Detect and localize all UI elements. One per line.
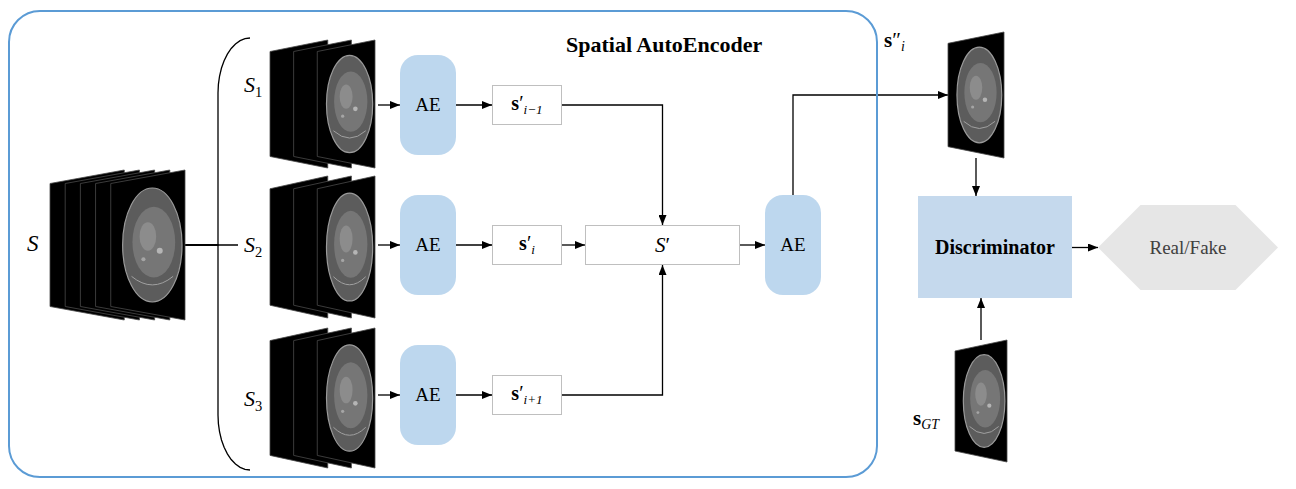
connector [562, 105, 663, 225]
math-base: s [913, 406, 921, 430]
ct-slice [111, 170, 185, 320]
autoencoder-block: AE [400, 195, 456, 295]
math-symbol: s′i+1 [511, 382, 542, 407]
feature-set-box: S′ [585, 225, 740, 265]
autoencoder-block: AE [765, 195, 821, 295]
slice-stack: S3 [238, 322, 378, 470]
connector [562, 244, 585, 245]
output-slice: s″i [948, 32, 1004, 158]
ct-slice [317, 176, 375, 318]
math-symbol: S2 [244, 232, 262, 260]
output-label: Real/Fake [1149, 237, 1226, 259]
autoencoder-block: AE [400, 55, 456, 155]
feature-box: s′i+1 [492, 375, 562, 415]
slice-stack: S1 [238, 38, 378, 170]
ct-slice-picture [955, 340, 1007, 462]
connector [185, 245, 250, 470]
math-prime: ′ [519, 92, 523, 114]
connector [185, 38, 250, 245]
math-symbol: S′ [655, 233, 670, 257]
connector [562, 265, 663, 395]
connector [378, 104, 400, 105]
math-base: s [511, 92, 519, 114]
ct-body [326, 55, 372, 152]
math-prime: ′ [527, 232, 531, 254]
math-prime: ′ [665, 233, 670, 257]
ct-slice [317, 40, 375, 168]
math-subscript: 3 [255, 398, 262, 414]
ct-body [326, 345, 372, 451]
connector [456, 394, 492, 395]
math-prime: ″ [892, 28, 901, 52]
ct-slice [317, 328, 375, 468]
math-base: S [655, 233, 666, 257]
connector [975, 158, 976, 196]
math-base: S [244, 72, 255, 97]
ct-slice [955, 340, 1007, 462]
ct-slice-picture [50, 170, 185, 320]
math-subscript: i [531, 243, 535, 258]
math-base: s [511, 382, 519, 404]
math-symbol: sGT [913, 406, 939, 433]
connector [456, 244, 492, 245]
block-label: AE [415, 234, 440, 256]
math-symbol: S3 [244, 386, 262, 414]
slice-stack: S2 [238, 172, 378, 322]
ct-slice-picture [270, 40, 375, 168]
block-label: AE [415, 384, 440, 406]
math-subscript: i [901, 39, 905, 54]
math-subscript: i−1 [524, 103, 543, 118]
volume-stack: S [25, 165, 185, 325]
ct-body [123, 188, 182, 302]
ground-truth-slice: sGT [955, 340, 1007, 462]
math-subscript: 2 [255, 244, 262, 260]
connector [793, 95, 948, 195]
math-symbol: S1 [244, 72, 262, 100]
output-hexagon: Real/Fake [1098, 205, 1278, 290]
module-panel: Spatial AutoEncoderSS1AEs′i−1S2AEs′iS′AE… [8, 10, 878, 478]
ct-slice-picture [948, 32, 1004, 158]
math-symbol: s′i [519, 232, 535, 257]
connector [378, 394, 400, 395]
ct-body [326, 193, 372, 301]
math-base: s [884, 28, 892, 52]
math-base: s [519, 232, 527, 254]
block-label: Discriminator [935, 236, 1055, 259]
math-subscript: i+1 [524, 393, 543, 408]
block-label: AE [780, 234, 805, 256]
math-base: S [27, 231, 39, 256]
connector [378, 244, 400, 245]
ct-slice-picture [270, 328, 375, 468]
discriminator-block: Discriminator [918, 196, 1072, 298]
ct-slice-picture [270, 176, 375, 318]
block-label: AE [415, 94, 440, 116]
connector [740, 244, 765, 245]
math-subscript: 1 [255, 84, 262, 100]
ct-slice [948, 32, 1004, 158]
math-symbol: S [27, 231, 39, 257]
math-base: S [244, 232, 255, 257]
math-subscript: GT [921, 417, 939, 432]
math-symbol: s′i−1 [511, 92, 542, 117]
connector [456, 104, 492, 105]
feature-box: s′i−1 [492, 85, 562, 125]
math-base: S [244, 386, 255, 411]
ct-body [957, 47, 1002, 143]
connector [1072, 247, 1098, 248]
math-symbol: s″i [884, 28, 905, 55]
math-prime: ′ [519, 382, 523, 404]
panel-title: Spatial AutoEncoder [566, 32, 762, 57]
autoencoder-block: AE [400, 345, 456, 445]
feature-box: s′i [492, 225, 562, 265]
connector [980, 298, 981, 340]
ct-body [963, 355, 1005, 448]
